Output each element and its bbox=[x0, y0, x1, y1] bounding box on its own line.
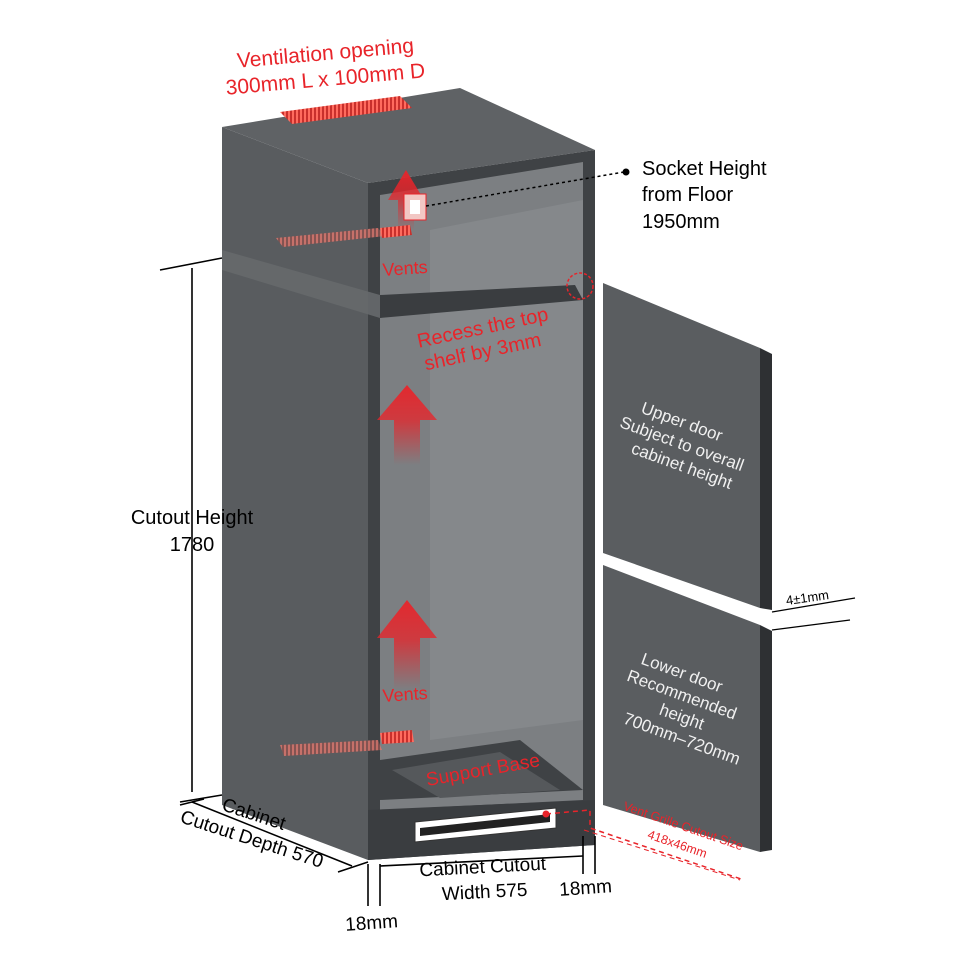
top-vent-opening bbox=[280, 96, 412, 124]
cutout-height-label: Cutout Height bbox=[131, 507, 254, 529]
vent-grille-leader bbox=[545, 809, 745, 881]
top-shelf bbox=[380, 285, 583, 318]
depth-dim-tick-left bbox=[179, 798, 205, 806]
airflow-arrow-lower bbox=[377, 600, 437, 690]
upper-vent bbox=[276, 228, 385, 247]
vents-bottom-label: Vents bbox=[382, 683, 428, 706]
socket-face bbox=[410, 200, 420, 214]
side-thickness-right: 18mm bbox=[559, 876, 613, 901]
vents bbox=[276, 96, 414, 756]
socket-label-line2: from Floor bbox=[642, 184, 733, 206]
height-dim-bottom-tick bbox=[179, 794, 223, 803]
vent-grille-leader-2 bbox=[583, 829, 741, 881]
width-dim-line bbox=[379, 855, 584, 867]
cabinet bbox=[222, 88, 595, 860]
lower-vent bbox=[280, 740, 382, 756]
cutout-width-label-line1: Cabinet Cutout bbox=[419, 854, 547, 882]
support-base-top bbox=[392, 752, 560, 798]
socket-leader-dot bbox=[622, 168, 630, 176]
recess-marker-circle bbox=[566, 272, 594, 300]
gap-line-1 bbox=[771, 597, 856, 613]
cutout-height-value: 1780 bbox=[170, 534, 215, 556]
lower-door bbox=[603, 565, 772, 852]
height-dim-top-tick bbox=[159, 257, 223, 271]
lower-door-face bbox=[603, 565, 760, 852]
vent-grille bbox=[414, 807, 745, 881]
lower-vent-inner bbox=[380, 730, 414, 744]
socket bbox=[403, 168, 630, 221]
cutout-width-label-line2: Width 575 bbox=[441, 880, 528, 905]
airflow-arrow-middle bbox=[377, 385, 437, 465]
cabinet-left-side bbox=[222, 127, 368, 860]
upper-door bbox=[603, 283, 772, 610]
door-gap-label: 4±1mm bbox=[785, 587, 830, 608]
upper-door-edge bbox=[760, 348, 772, 610]
side-thickness-left: 18mm bbox=[345, 911, 399, 936]
lower-door-edge bbox=[760, 625, 772, 852]
socket-label-line1: Socket Height bbox=[642, 158, 767, 180]
interior-back-wall bbox=[430, 200, 583, 740]
gap-line-2 bbox=[771, 619, 851, 631]
dimension-lines bbox=[159, 257, 596, 906]
vents-top-label: Vents bbox=[382, 257, 428, 280]
upper-door-face bbox=[603, 283, 760, 608]
depth-dim-line bbox=[191, 801, 353, 867]
socket-label-line3: 1950mm bbox=[642, 211, 720, 233]
vent-grille-slot bbox=[420, 814, 550, 836]
top-shelf-left-ext bbox=[222, 250, 380, 318]
depth-dim-tick-right bbox=[337, 861, 369, 873]
